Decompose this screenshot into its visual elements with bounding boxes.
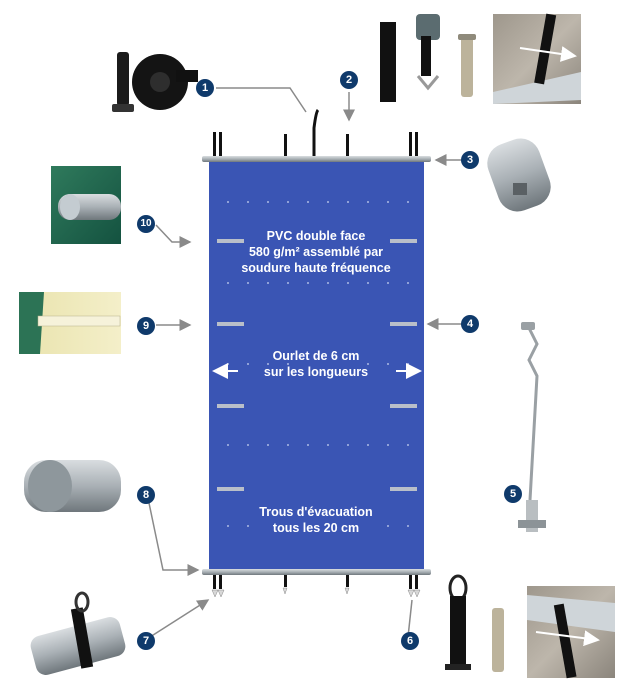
callout-4: 4 — [466, 318, 474, 330]
leader-8 — [148, 502, 200, 576]
callout-2: 2 — [345, 74, 353, 86]
material-label: PVC double face 580 g/m² assemblé par so… — [236, 228, 396, 276]
beige-hem-photo — [19, 292, 121, 354]
hem-line-1: Ourlet de 6 cm — [272, 349, 360, 363]
tube-strap-photo — [30, 591, 126, 675]
drain-line-1: Trous d'évacuation — [259, 505, 373, 519]
callout-8: 8 — [142, 489, 150, 501]
leader-7 — [149, 599, 210, 638]
crank-handle-photo — [518, 322, 546, 532]
leader-6 — [407, 599, 413, 638]
drain-label: Trous d'évacuation tous les 20 cm — [236, 504, 396, 536]
callout-10: 10 — [140, 218, 152, 229]
tube-cap-photo — [24, 460, 121, 512]
winding-strap — [312, 108, 320, 156]
hem-label: Ourlet de 6 cm sur les longueurs — [236, 348, 396, 380]
callout-7: 7 — [142, 635, 150, 647]
top-tube — [202, 108, 431, 162]
callout-badges — [137, 71, 522, 650]
callout-5: 5 — [509, 488, 517, 500]
strap-reel-photo — [112, 52, 198, 112]
material-line-1: PVC double face — [266, 229, 366, 243]
leader-10 — [155, 224, 192, 248]
side-straps — [217, 239, 417, 491]
anchor-kit-photo — [445, 574, 615, 679]
callout-1: 1 — [201, 82, 209, 94]
material-line-3: soudure haute fréquence — [241, 261, 391, 275]
callout-9: 9 — [142, 320, 150, 332]
leader-lines — [148, 87, 462, 638]
leader-1 — [216, 87, 307, 113]
hem-line-2: sur les longueurs — [263, 365, 369, 379]
drain-line-2: tous les 20 cm — [272, 521, 360, 535]
callout-6: 6 — [406, 635, 414, 647]
pool-cover — [209, 160, 424, 570]
cover-body — [209, 160, 424, 570]
tube-end-photo — [487, 138, 551, 212]
callout-3: 3 — [466, 154, 474, 166]
green-corner-photo — [51, 166, 121, 244]
tube-on-ground-photo — [493, 13, 581, 104]
bottom-tube — [202, 569, 431, 598]
material-line-2: 580 g/m² assemblé par — [248, 245, 384, 259]
ratchet-kit-photo — [380, 14, 476, 102]
